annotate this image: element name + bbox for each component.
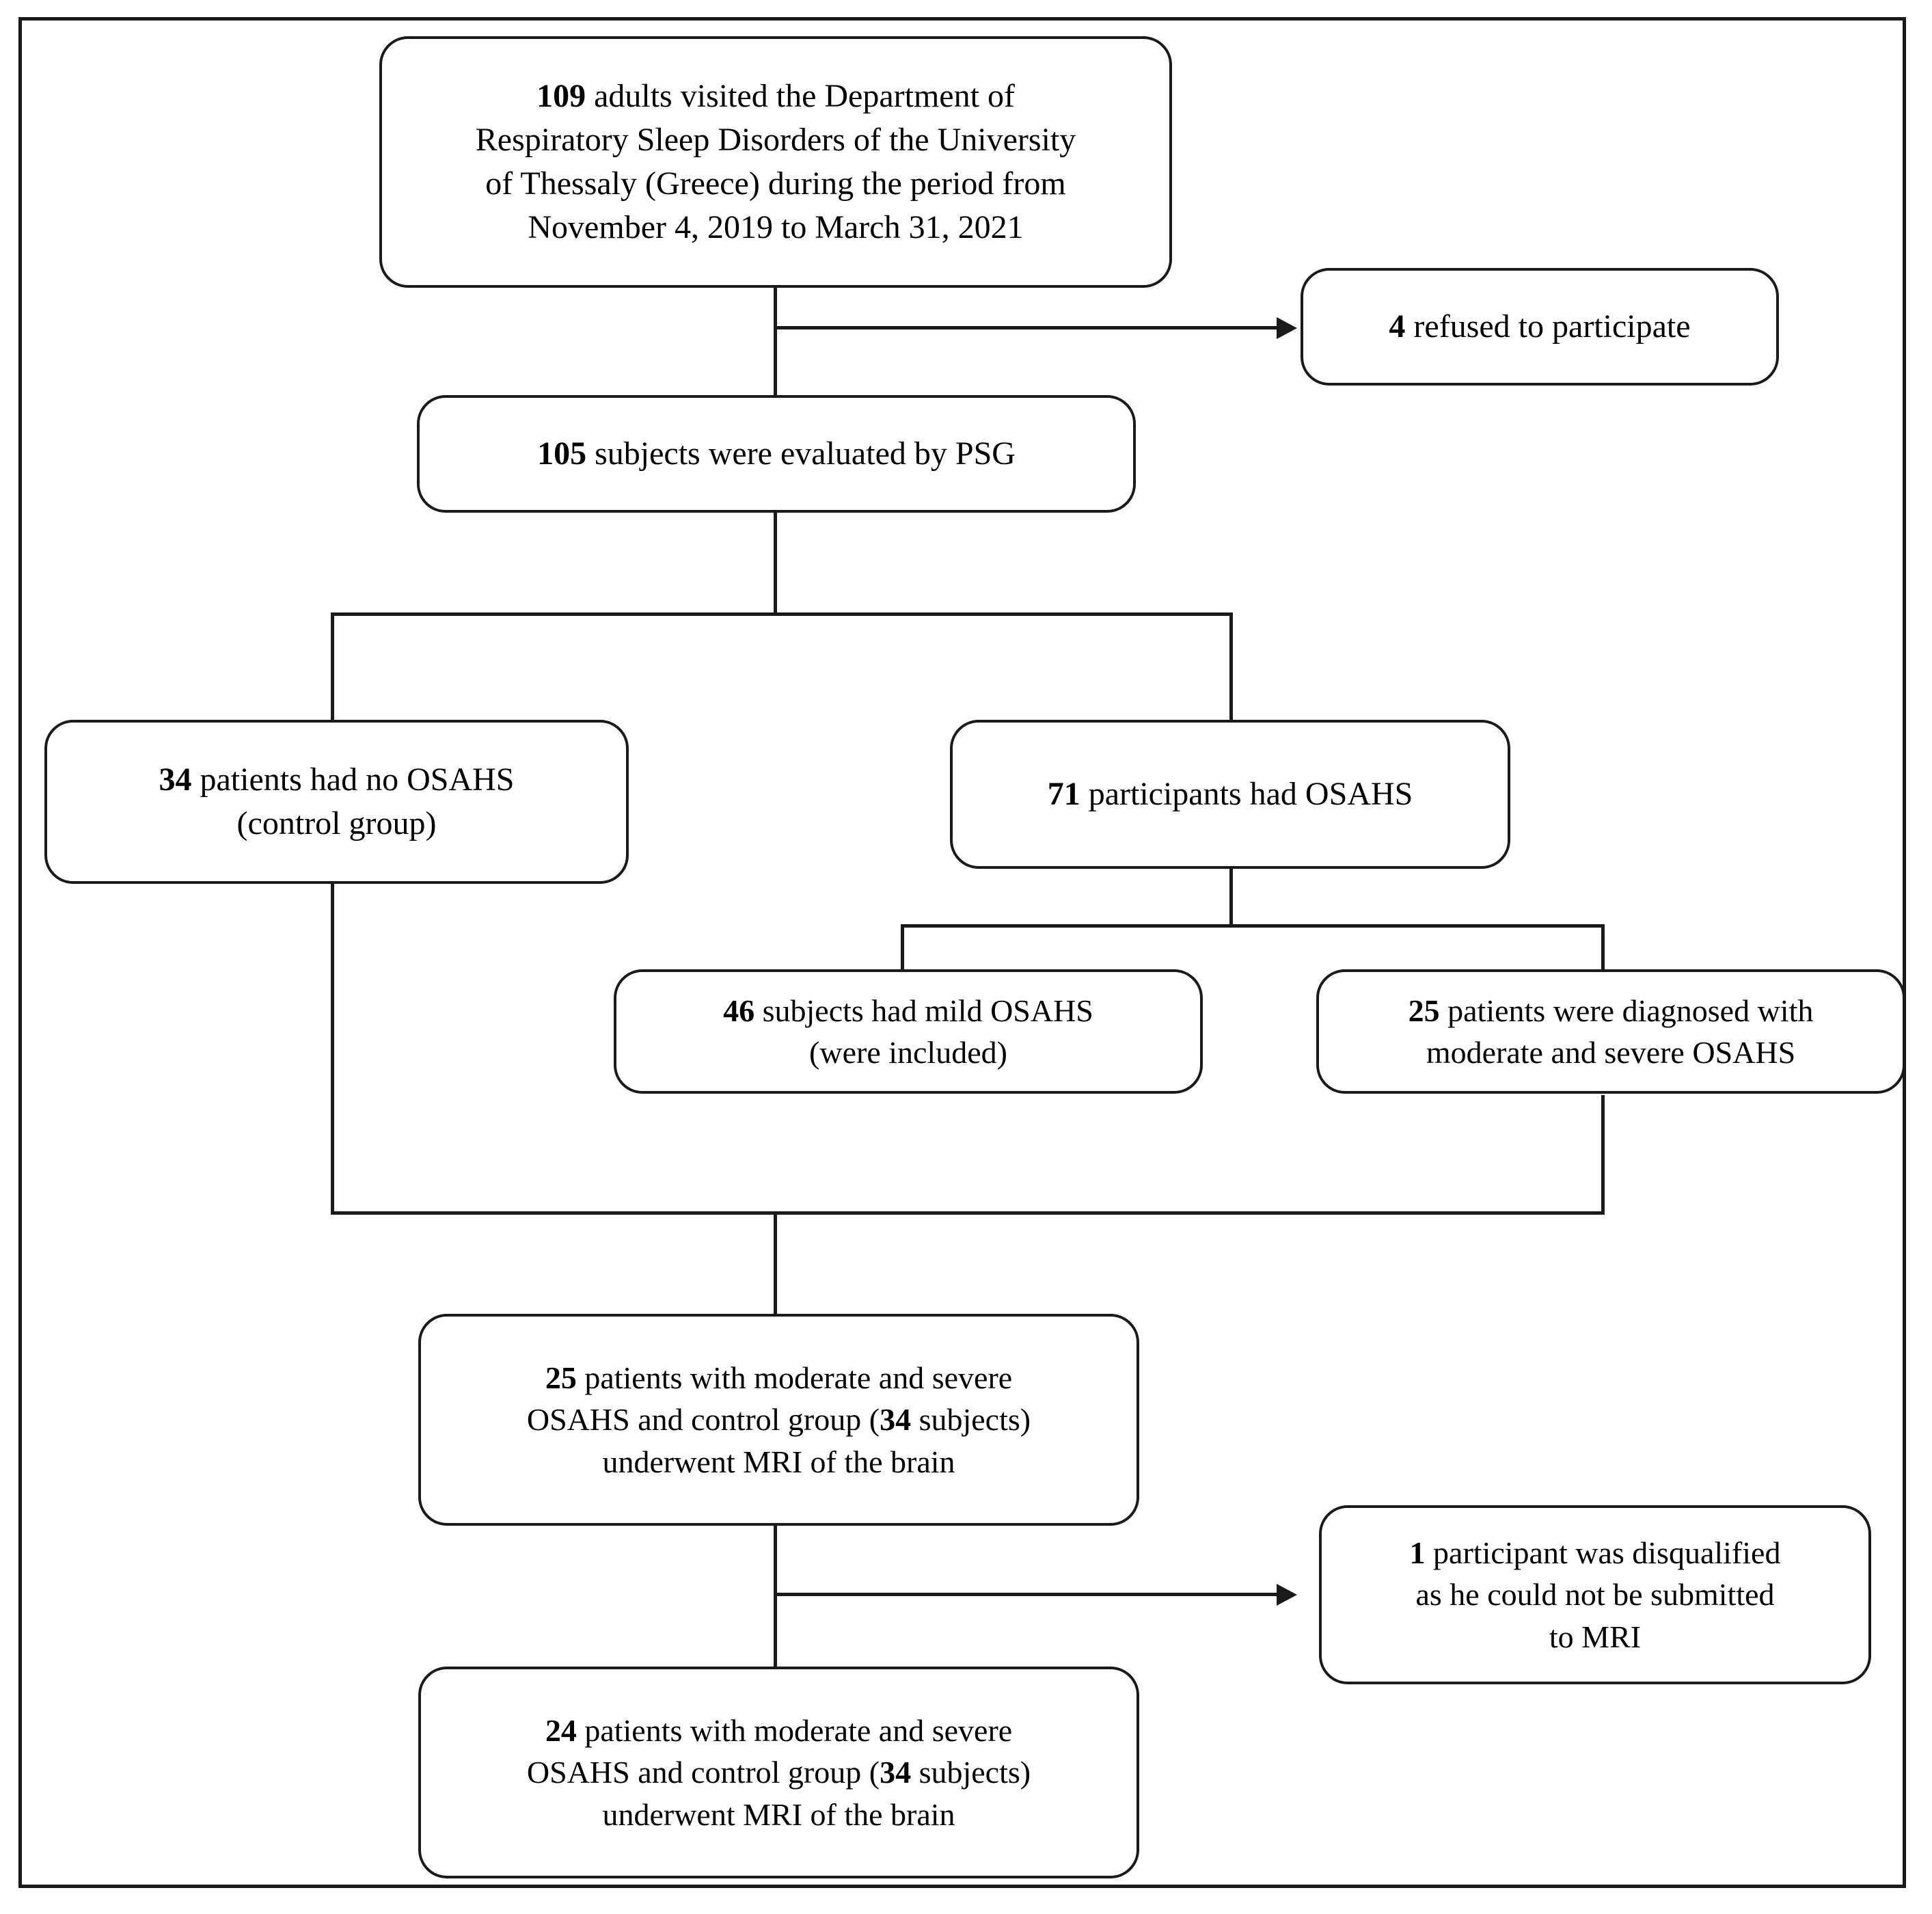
node-no-osahs-text: 34 patients had no OSAHS (control group) — [65, 758, 608, 846]
node-recruited-line-3: of Thessaly (Greece) during the period f… — [485, 165, 1066, 202]
node-had-osahs[interactable]: 71 participants had OSAHS — [950, 720, 1510, 869]
node-mri-24-line-2: OSAHS and control group (34 subjects) — [526, 1755, 1031, 1790]
connector-recruited-to-evaluated — [774, 286, 777, 401]
arrow-recruited-to-refused — [774, 326, 1293, 329]
node-moderate-severe-osahs-count: 25 — [1408, 993, 1440, 1028]
node-mri-25-count: 25 — [545, 1360, 577, 1396]
node-mri-24-line-3: underwent MRI of the brain — [602, 1796, 955, 1832]
node-disqualified-text: 1 participant was disqualified as he cou… — [1339, 1532, 1851, 1658]
node-mri-25[interactable]: 25 patients with moderate and severe OSA… — [418, 1314, 1139, 1526]
node-recruited-count: 109 — [536, 78, 586, 115]
node-moderate-severe-osahs-text: 25 patients were diagnosed with moderate… — [1337, 990, 1885, 1073]
connector-split-bar-osahs — [901, 924, 1605, 928]
node-evaluated-line-1: subjects were evaluated by PSG — [595, 435, 1016, 472]
node-had-osahs-text: 71 participants had OSAHS — [970, 772, 1490, 816]
node-mild-osahs-line-2: (were included) — [809, 1035, 1007, 1070]
node-no-osahs-line-1: patients had no OSAHS — [200, 761, 515, 798]
node-mri-24-line-1: patients with moderate and severe — [584, 1713, 1013, 1749]
node-evaluated-text: 105 subjects were evaluated by PSG — [437, 432, 1115, 476]
node-mild-osahs-line-1: subjects had mild OSAHS — [762, 993, 1093, 1028]
node-refused-line-1: refused to participate — [1413, 308, 1691, 345]
node-recruited[interactable]: 109 adults visited the Department of Res… — [379, 36, 1172, 288]
node-recruited-line-2: Respiratory Sleep Disorders of the Unive… — [475, 122, 1076, 159]
node-mild-osahs-text: 46 subjects had mild OSAHS (were include… — [634, 990, 1182, 1073]
node-mild-osahs[interactable]: 46 subjects had mild OSAHS (were include… — [614, 969, 1203, 1094]
connector-mod-severe-down — [1601, 1095, 1605, 1214]
node-no-osahs-count: 34 — [159, 761, 192, 798]
node-mild-osahs-count: 46 — [723, 993, 755, 1028]
node-refused[interactable]: 4 refused to participate — [1301, 268, 1779, 386]
node-mri-24[interactable]: 24 patients with moderate and severe OSA… — [418, 1667, 1139, 1878]
node-recruited-line-1: adults visited the Department of — [594, 78, 1015, 115]
node-no-osahs[interactable]: 34 patients had no OSAHS (control group) — [44, 720, 629, 884]
node-mri-24-count: 24 — [545, 1713, 577, 1749]
node-mri-25-line-1: patients with moderate and severe — [584, 1360, 1013, 1396]
node-evaluated[interactable]: 105 subjects were evaluated by PSG — [417, 395, 1136, 513]
node-had-osahs-line-1: participants had OSAHS — [1088, 776, 1413, 813]
node-mri-25-text: 25 patients with moderate and severe OSA… — [439, 1357, 1119, 1483]
node-refused-count: 4 — [1389, 308, 1406, 345]
node-refused-text: 4 refused to participate — [1321, 305, 1758, 349]
node-mri-25-line-3: underwent MRI of the brain — [602, 1444, 955, 1479]
node-had-osahs-count: 71 — [1047, 776, 1080, 813]
node-disqualified-line-2: as he could not be submitted — [1415, 1577, 1775, 1613]
node-no-osahs-line-2: (control group) — [236, 805, 437, 841]
connector-split-bar-top — [331, 612, 1233, 616]
connector-had-osahs-down — [1229, 867, 1233, 927]
node-moderate-severe-osahs[interactable]: 25 patients were diagnosed with moderate… — [1316, 969, 1905, 1094]
node-disqualified-count: 1 — [1409, 1535, 1426, 1571]
arrow-mri25-to-disqualified — [774, 1593, 1293, 1596]
figure-border — [18, 17, 1906, 1888]
node-mri-24-text: 24 patients with moderate and severe OSA… — [439, 1710, 1119, 1835]
connector-to-mod-severe — [1601, 924, 1605, 971]
connector-to-had-osahs — [1229, 612, 1233, 722]
node-moderate-severe-osahs-line-2: moderate and severe OSAHS — [1426, 1035, 1796, 1070]
node-mri-25-line-2: OSAHS and control group (34 subjects) — [526, 1402, 1031, 1438]
node-moderate-severe-osahs-line-1: patients were diagnosed with — [1447, 993, 1814, 1028]
node-evaluated-count: 105 — [537, 435, 587, 472]
connector-to-no-osahs — [331, 612, 334, 722]
connector-merge-to-mri25 — [774, 1211, 777, 1314]
connector-no-osahs-down — [331, 882, 334, 1214]
connector-evaluated-down — [774, 511, 777, 614]
node-disqualified-line-3: to MRI — [1549, 1619, 1642, 1654]
node-disqualified-line-1: participant was disqualified — [1433, 1535, 1781, 1571]
connector-merge-bar — [331, 1211, 1605, 1215]
node-recruited-text: 109 adults visited the Department of Res… — [400, 75, 1152, 249]
node-recruited-line-4: November 4, 2019 to March 31, 2021 — [528, 208, 1024, 245]
connector-mri25-to-mri24 — [774, 1524, 777, 1669]
node-disqualified[interactable]: 1 participant was disqualified as he cou… — [1319, 1505, 1871, 1684]
connector-to-mild — [901, 924, 904, 971]
